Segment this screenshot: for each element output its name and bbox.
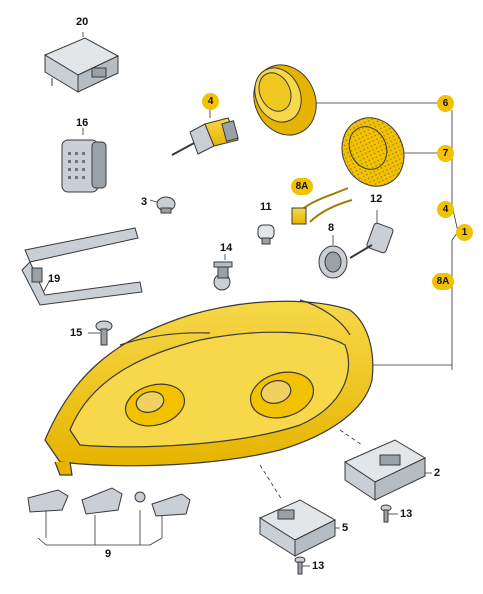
label-11: 11: [260, 201, 272, 213]
cap-part-3: [156, 196, 176, 214]
screw-part-13: [294, 504, 392, 575]
bulb-ring-part-8: [318, 245, 348, 279]
label-6-badge: 6: [437, 95, 454, 112]
headlight-housing-part-1: [44, 299, 374, 476]
label-1-badge: 1: [456, 224, 473, 241]
label-14: 14: [220, 242, 233, 254]
label-5: 5: [342, 522, 349, 534]
label-12: 12: [370, 193, 383, 205]
ballast-module-part-5: [258, 499, 337, 557]
label-19: 19: [48, 273, 61, 285]
label-4-badge: 4: [202, 93, 219, 110]
label-8: 8: [328, 222, 335, 234]
label-13-lower: 13: [312, 560, 325, 572]
control-unit-part-20: [43, 37, 120, 93]
label-4-right-badge: 4: [437, 201, 454, 218]
label-20: 20: [76, 16, 89, 28]
wiring-part-8a: [291, 187, 353, 225]
bulb-part-11: [257, 224, 275, 245]
label-3: 3: [141, 196, 148, 208]
bracket-part-19: [21, 227, 143, 306]
screw-part-15: [95, 320, 113, 346]
label-15: 15: [70, 327, 83, 339]
ball-stud-part-14: [213, 261, 233, 291]
label-2: 2: [434, 467, 441, 479]
mounting-brackets-part-9: [27, 487, 191, 517]
lamp-cover-cap-part-6: [253, 64, 317, 136]
label-8a-right-badge: 8A: [432, 273, 454, 290]
xenon-bulb-part-12: [349, 222, 394, 259]
label-7-badge: 7: [437, 145, 454, 162]
label-13-upper: 13: [400, 508, 413, 520]
label-16: 16: [76, 117, 89, 129]
bulb-socket-part-4: [171, 117, 239, 156]
label-9: 9: [105, 548, 112, 560]
connector-part-16: [61, 139, 107, 193]
ballast-module-part-2: [343, 439, 427, 501]
label-8a-badge: 8A: [291, 178, 313, 195]
seal-part-7: [341, 117, 405, 187]
dashed-leaders: [259, 429, 363, 501]
